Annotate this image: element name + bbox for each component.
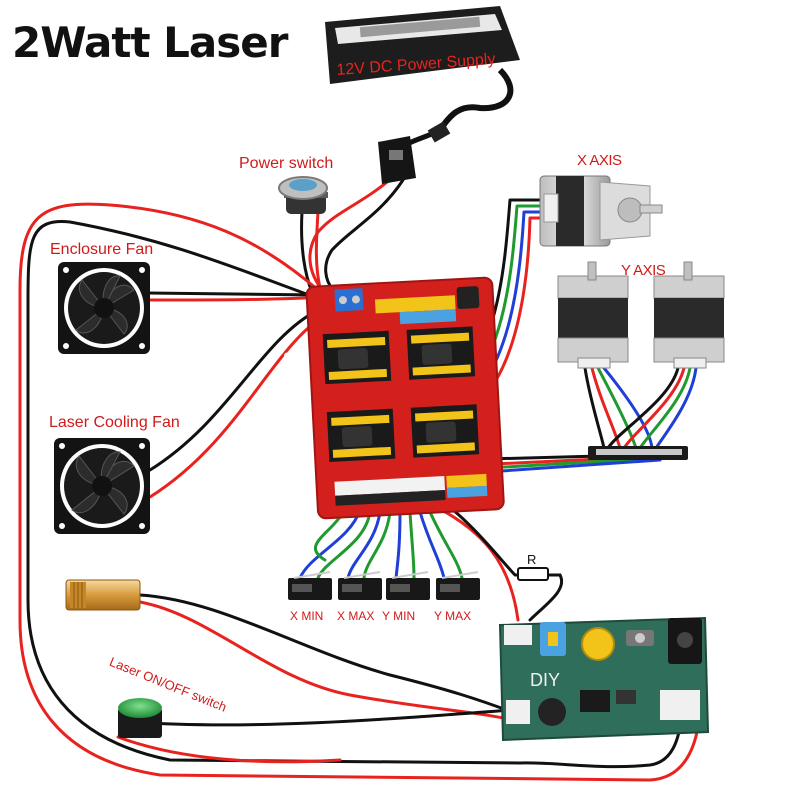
x-min-label: X MIN [290,609,324,623]
wire-end-ymin-g [408,510,416,580]
laser-module [65,579,141,611]
wire-end-ymin-b [394,510,402,580]
y-axis-label: Y AXIS [621,262,666,279]
wire-dc-black [324,178,405,292]
wire-y1-red [590,366,622,450]
power-switch-component [278,176,328,214]
y-axis-stepper-2 [653,261,725,369]
wire-loop-red [18,202,702,782]
endstop-x-min [288,571,332,600]
wire-end-ymax-b [418,510,446,580]
wire-group [18,127,702,782]
wire-lswitch-red [116,735,342,764]
endstop-y-max [436,571,480,600]
cnc-shield-board [305,276,505,520]
y-axis-stepper-1 [557,261,629,369]
wire-switch-red [314,210,322,290]
wire-cool-fan-red [148,313,327,499]
wire-cool-fan-black [148,308,320,472]
resistor [517,567,549,581]
dc-jack [378,136,416,184]
laser-cooling-fan [54,438,150,534]
wire-lswitch-black [130,708,512,727]
wire-y2-green [638,366,692,450]
endstop-x-max [338,571,382,600]
wire-y2-red [622,366,686,450]
power-supply [325,6,520,143]
diagram-title: 2Watt Laser [12,18,288,67]
wire-y1-green [596,366,638,450]
endstop-y-min [386,571,430,600]
laser-driver-board [498,616,710,742]
wire-laser-black [138,593,514,714]
driver-board-label: DIY [530,670,561,690]
wire-y1-blue [602,366,654,450]
x-max-label: X MAX [337,609,375,623]
wire-switch-black [300,210,314,294]
wire-y1-black [583,366,606,450]
y-max-label: Y MAX [434,609,472,623]
wire-end-ymax-g [428,510,464,580]
x-axis-stepper [539,175,663,247]
wire-y2-black [606,366,680,450]
wire-resistor-out [528,573,564,622]
y-min-label: Y MIN [382,609,416,623]
wire-loop-black [26,220,684,769]
power-switch-label: Power switch [239,155,334,172]
wire-end-xmin-g [316,510,372,580]
wire-pwm-red [436,506,520,622]
wire-enc-fan-red [146,295,327,302]
resistor-label: R [527,552,537,567]
laser-switch-component [118,698,162,738]
wire-end-xmin-b [298,508,362,580]
wire-y2-blue [654,366,698,450]
wire-enc-fan-black [146,291,320,297]
x-axis-label: X AXIS [577,152,622,169]
wire-end-xmax-b [346,510,382,580]
y-axis-splitter-bar [588,446,688,460]
enclosure-fan-label: Enclosure Fan [50,241,154,258]
wire-end-xmax-g [362,510,392,580]
laser-cooling-fan-label: Laser Cooling Fan [49,414,180,431]
enclosure-fan [58,262,150,354]
